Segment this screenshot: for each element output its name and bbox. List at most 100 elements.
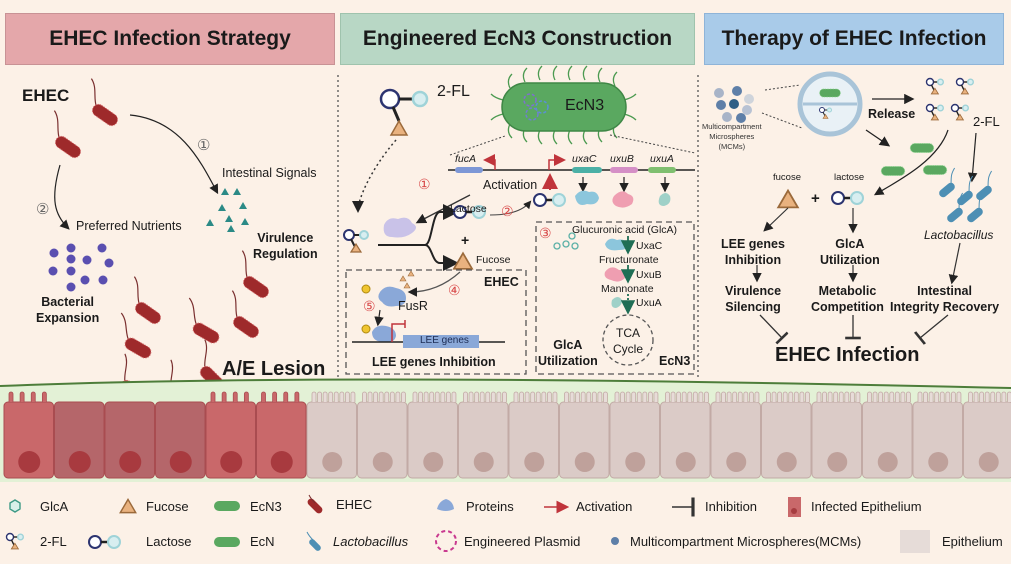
step-4-marker: ④ <box>448 282 461 298</box>
ecn3-box-label: EcN3 <box>659 354 691 368</box>
text-line: Intestinal <box>917 284 972 298</box>
infected-epithelial-cell <box>256 401 307 479</box>
panel-title: Therapy of EHEC Infection <box>721 27 987 50</box>
legend-fucose: Fucose <box>146 499 189 514</box>
cell-nucleus <box>18 451 41 473</box>
microvilli <box>715 391 760 402</box>
ehec-label: EHEC <box>22 86 70 105</box>
panel-title: EHEC Infection Strategy <box>49 27 291 50</box>
microvilli <box>463 391 507 402</box>
gene-label-uxac: uxaC <box>572 153 597 165</box>
intestinal-signals-label: Intestinal Signals <box>222 166 317 180</box>
uxac-label: UxaC <box>636 240 663 252</box>
cell-nucleus <box>169 451 192 473</box>
panel-title: Engineered EcN3 Construction <box>362 27 673 50</box>
microvilli <box>412 391 457 402</box>
epithelium-cells <box>3 391 1011 479</box>
mcm-icon <box>611 537 619 545</box>
infected-epithelial-cell <box>205 401 256 479</box>
cell-nucleus <box>119 451 142 473</box>
fucose-label: fucose <box>773 172 801 183</box>
legend-ecn: EcN <box>250 534 275 549</box>
lactose-label: lactose <box>834 172 865 183</box>
microvilli <box>968 391 1011 402</box>
fucose-label: Fucose <box>476 254 511 266</box>
text-line: TCA <box>616 326 640 340</box>
lee-genes-label: LEE genes <box>420 335 469 346</box>
ecn3-icon <box>214 501 240 511</box>
cell-nucleus <box>877 452 898 472</box>
gene-uxua <box>648 167 676 173</box>
epithelium-icon <box>900 530 930 553</box>
fucose-icon <box>119 498 137 514</box>
release-label: Release <box>868 107 916 121</box>
protein-uxac <box>575 190 599 205</box>
step-3-marker: ③ <box>539 225 552 241</box>
nutrient-hexagons <box>48 243 114 292</box>
cell-nucleus <box>776 452 797 472</box>
two-fl-molecule-large <box>379 88 429 136</box>
text-line: Utilization <box>820 253 880 267</box>
text-line: Microspheres <box>709 132 755 141</box>
step-1-marker: ① <box>197 137 211 154</box>
protein-uxub <box>612 191 634 208</box>
glca-title-label: Glucuronic acid (GlcA) <box>572 224 678 236</box>
tca-cycle <box>602 314 654 366</box>
ecn3-bacterium <box>490 65 637 145</box>
microvilli <box>816 391 861 402</box>
cell-nucleus <box>473 452 494 472</box>
microvilli <box>917 391 962 402</box>
text-line: LEE genes <box>721 237 785 251</box>
text-line: Bacterial <box>41 295 95 309</box>
fusr-label: FusR <box>398 299 428 313</box>
cell-nucleus <box>726 452 747 472</box>
two-fl-icon <box>5 532 24 550</box>
gene-fuca <box>455 167 483 173</box>
legend-engineered-plasmid: Engineered Plasmid <box>464 534 581 549</box>
text-line: GlcA <box>553 338 583 352</box>
plus-sign: + <box>811 190 820 207</box>
panel-header-therapy: Therapy of EHEC Infection <box>704 13 1004 65</box>
legend-proteins: Proteins <box>466 499 514 514</box>
ae-lesion-label: A/E Lesion <box>222 358 326 380</box>
lee-inhibition-label: LEE genes Inhibition <box>372 355 496 369</box>
legend-icons <box>5 494 930 553</box>
text-line: GlcA <box>835 237 865 251</box>
gene-label-uxua: uxuA <box>650 153 674 165</box>
microvilli <box>867 391 911 402</box>
mannonate-label: Mannonate <box>601 283 654 295</box>
legend-lactobacillus: Lactobacillus <box>333 534 409 549</box>
step-1-marker: ① <box>418 176 431 192</box>
microvilli <box>614 391 659 402</box>
panel-header-infection-strategy: EHEC Infection Strategy <box>5 13 335 65</box>
gene-label-uxub: uxuB <box>610 153 634 165</box>
legend-epithelium: Epithelium <box>942 534 1003 549</box>
text-line: Multicompartment <box>702 122 762 131</box>
cell-nucleus <box>68 451 91 473</box>
cell-nucleus <box>574 452 595 472</box>
cell-nucleus <box>220 451 243 473</box>
legend-mcms: Multicompartment Microspheres(MCMs) <box>630 534 862 549</box>
protein-fuca <box>383 217 416 238</box>
text-line: Virulence <box>725 284 782 298</box>
two-fl-label: 2-FL <box>437 83 470 100</box>
infected-epithelial-cell <box>3 401 54 479</box>
text-line: Virulence <box>257 231 314 245</box>
microvilli <box>564 391 608 402</box>
ecn3-box <box>535 221 695 375</box>
arrow-intestinal-signals <box>129 114 219 195</box>
microvilli <box>311 391 356 402</box>
infected-epithelial-cell <box>155 401 206 479</box>
cell-nucleus <box>675 452 696 472</box>
gene-label-fuca: fucA <box>455 153 477 165</box>
ehec-box <box>345 269 527 375</box>
gene-uxub <box>610 167 638 173</box>
gene-uxac <box>572 167 602 173</box>
lee-genes-block <box>403 335 479 348</box>
cell-nucleus <box>372 452 393 472</box>
preferred-nutrients-label: Preferred Nutrients <box>76 219 182 233</box>
step-2-marker: ② <box>501 203 514 219</box>
